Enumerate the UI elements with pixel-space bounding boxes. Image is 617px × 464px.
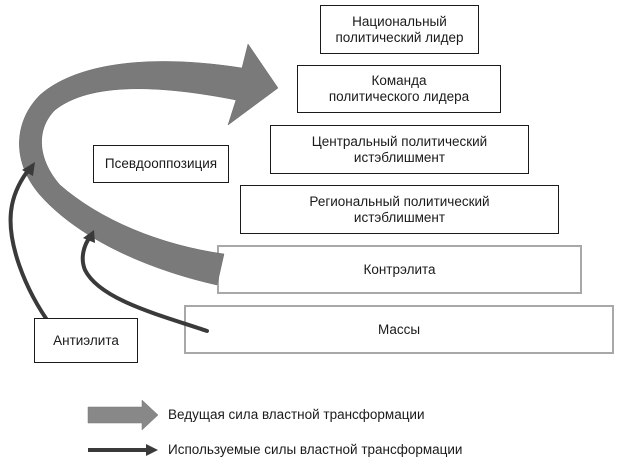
national-leader-line1: Национальный (352, 13, 447, 29)
leading-force-arrow (19, 43, 279, 286)
legend-leading-force-icon (87, 399, 159, 431)
masses-arrowhead (83, 230, 95, 243)
leader-team-line1: Команда (371, 73, 427, 88)
masses-box: Массы (184, 305, 614, 354)
legend-used-force-label: Используемые силы властной трансформации (168, 442, 463, 457)
central-establishment-line2: истэблишмент (353, 149, 446, 165)
central-establishment-box: Центральный политический истэблишмент (270, 125, 529, 174)
national-leader-box: Национальный политический лидер (320, 5, 479, 54)
national-leader-line2: политический лидер (335, 29, 464, 45)
anti-elite-arrow-shaft (8, 166, 54, 329)
leader-team-box: Команда политического лидера (297, 65, 501, 113)
regional-establishment-line2: истэблишмент (353, 209, 446, 225)
leader-team-line2: политического лидера (328, 89, 470, 104)
pseudo-opposition-label: Псевдооппозиция (104, 156, 218, 171)
masses-arrow-shaft (80, 235, 209, 333)
legend-used-force-icon-head (146, 444, 158, 456)
anti-elite-label: Антиэлита (53, 332, 119, 348)
anti-elite-arrowhead (22, 162, 35, 176)
anti-elite-box: Антиэлита (34, 318, 138, 363)
central-establishment-line1: Центральный политический (311, 133, 488, 149)
regional-establishment-box: Региональный политический истэблишмент (240, 185, 559, 234)
regional-establishment-line1: Региональный политический (309, 193, 490, 209)
legend-leading-force-label: Ведущая сила властной трансформации (168, 407, 425, 422)
counter-elite-box: Контрэлита (217, 245, 582, 294)
counter-elite-label: Контрэлита (363, 261, 436, 277)
pseudo-opposition-box: Псевдооппозиция (93, 145, 229, 183)
masses-label: Массы (377, 321, 421, 337)
